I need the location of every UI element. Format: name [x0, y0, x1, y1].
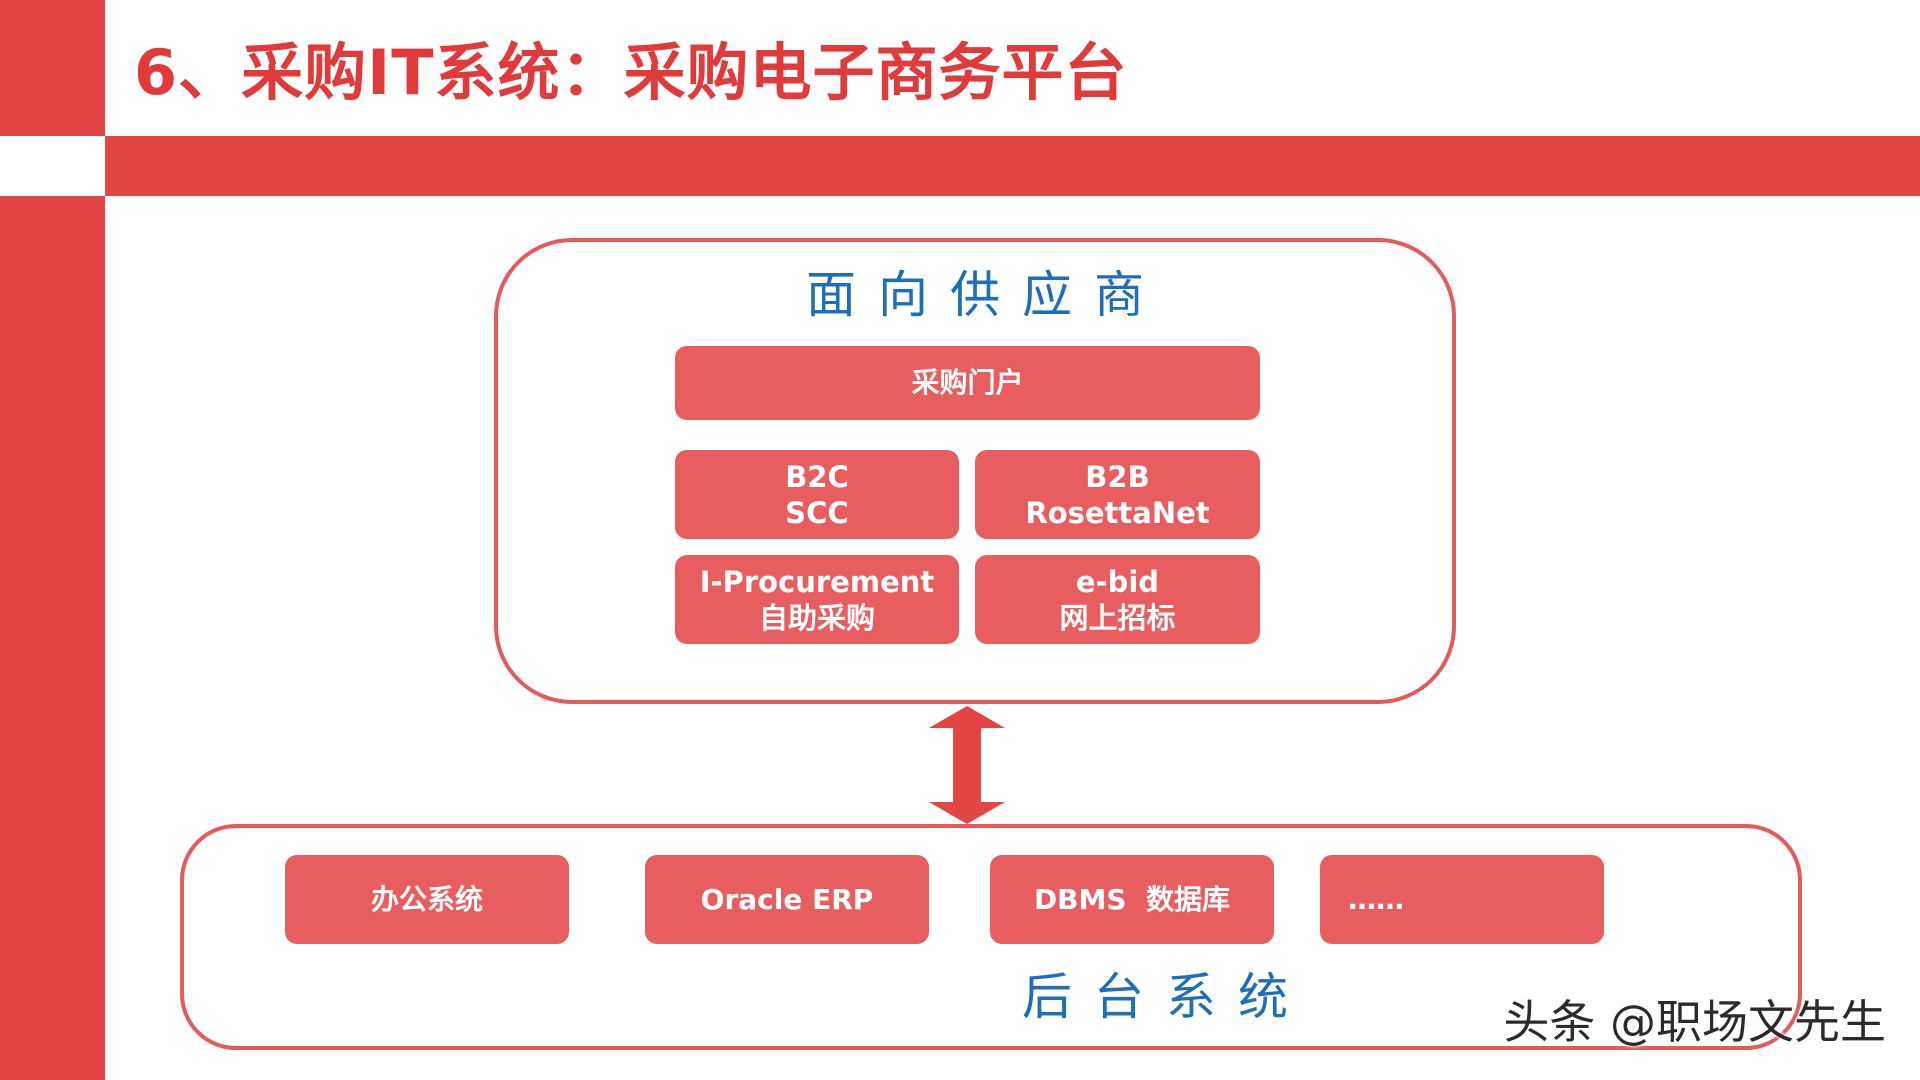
- left-accent-bar-bottom: [0, 196, 105, 1080]
- node-e-bid: e-bid 网上招标: [975, 555, 1260, 644]
- node-office-label: 办公系统: [370, 882, 483, 916]
- header-band: [105, 136, 1920, 196]
- node-oracle-erp: Oracle ERP: [645, 855, 929, 944]
- node-b2c-scc: B2C SCC: [675, 450, 959, 539]
- double-arrow-shape: [929, 706, 1005, 824]
- node-ebid-line2: 网上招标: [1059, 600, 1176, 635]
- node-b2b-line2: RosettaNet: [1025, 495, 1210, 530]
- supplier-facing-heading: 面向供应商: [806, 266, 1166, 324]
- supplier-facing-container: [494, 238, 1456, 704]
- node-office-system: 办公系统: [285, 855, 569, 944]
- node-procurement-portal: 采购门户: [675, 346, 1260, 420]
- left-accent-bar-top: [0, 0, 105, 136]
- node-procurement-portal-label: 采购门户: [911, 366, 1024, 399]
- double-arrow-connector: [929, 706, 1005, 824]
- backend-systems-heading: 后台系统: [1022, 968, 1310, 1026]
- node-i-procurement: I-Procurement 自助采购: [675, 555, 959, 644]
- node-ebid-line1: e-bid: [1075, 564, 1160, 599]
- node-iproc-line2: 自助采购: [758, 600, 875, 635]
- node-b2c-line2: SCC: [785, 495, 849, 530]
- node-dbms-database: DBMS 数据库: [990, 855, 1274, 944]
- node-b2b-line1: B2B: [1085, 459, 1150, 494]
- node-dbms-label: DBMS 数据库: [1033, 882, 1231, 916]
- node-b2c-line1: B2C: [785, 459, 849, 494]
- backend-systems-container: [180, 824, 1802, 1050]
- node-oracle-label: Oracle ERP: [700, 882, 874, 916]
- watermark: 头条 @职场文先生: [1503, 995, 1886, 1049]
- node-iproc-line1: I-Procurement: [699, 564, 935, 599]
- node-more-systems: ……: [1320, 855, 1604, 944]
- slide-title: 6、采购IT系统：采购电子商务平台: [134, 36, 1128, 109]
- node-b2b-rosettanet: B2B RosettaNet: [975, 450, 1260, 539]
- node-more-label: ……: [1348, 882, 1404, 916]
